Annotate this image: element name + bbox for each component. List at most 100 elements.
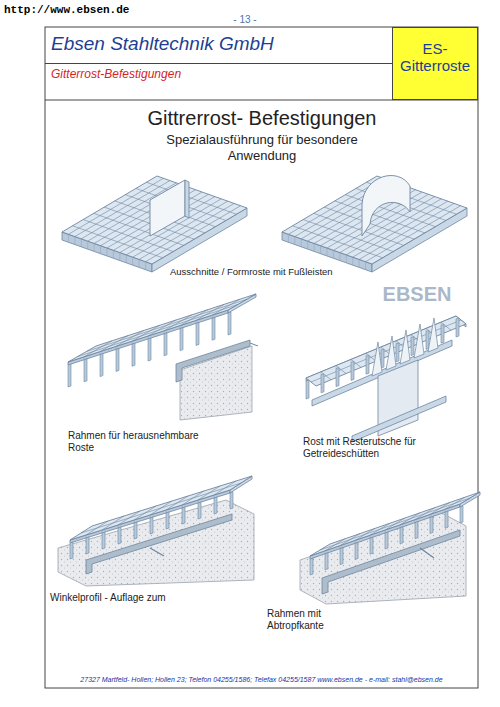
kick-plate-edge xyxy=(185,180,189,218)
bearing-bar xyxy=(336,368,339,387)
grate-bar xyxy=(314,213,404,245)
grate-bar xyxy=(100,246,101,254)
grate-bar xyxy=(145,262,146,270)
grate-bar xyxy=(74,237,75,245)
grate-bar xyxy=(293,226,383,258)
grate-bar xyxy=(132,325,160,341)
bearing-bar xyxy=(325,553,328,570)
grate-bar xyxy=(116,330,144,346)
bearing-bar xyxy=(355,542,358,559)
subtitle: Spezialausführung für besondere Anwendun… xyxy=(147,132,377,163)
grate-bar xyxy=(118,525,119,528)
bearing-bar xyxy=(381,349,384,368)
grate-bar xyxy=(301,239,302,247)
grate-bar xyxy=(333,250,334,258)
figure-caption: Winkelprofil - Auflage zum xyxy=(50,592,200,604)
bearing-bar xyxy=(150,517,153,534)
bearing-bar xyxy=(86,537,89,554)
page-title: Gittrerrost- Befestigungen xyxy=(112,106,412,130)
grate-bar xyxy=(214,495,215,498)
grate-bar xyxy=(325,551,326,554)
grate-bar xyxy=(139,259,140,267)
grate-bar xyxy=(107,248,108,256)
grate-bar xyxy=(212,315,213,318)
grate-bar xyxy=(164,315,192,331)
bearing-bar xyxy=(228,312,231,335)
grate-bar xyxy=(84,357,85,360)
grate-top xyxy=(62,176,247,264)
bearing-bar xyxy=(445,511,448,528)
bearing-bar xyxy=(182,507,185,524)
grate-bar xyxy=(87,241,88,249)
bearing-bar xyxy=(132,343,135,366)
grate-top xyxy=(310,492,480,556)
round-kick-plate xyxy=(362,176,410,236)
grate-bar xyxy=(126,255,127,263)
grate-bar xyxy=(198,500,199,503)
grate-bar xyxy=(366,206,461,262)
category-tab: ES- Gitterroste xyxy=(392,27,478,100)
grate-bar xyxy=(430,514,431,517)
bearing-bar xyxy=(134,522,137,539)
grate-bar xyxy=(352,257,353,265)
grate-bar xyxy=(166,510,167,513)
company-header-box: Ebsen Stahltechnik GmbHGitterrost-Befest… xyxy=(45,27,392,100)
chute-plate xyxy=(400,330,410,364)
grate-bar xyxy=(420,548,434,558)
bearing-bar xyxy=(180,328,183,351)
grate-bar xyxy=(81,483,241,533)
bearing-bar xyxy=(396,343,399,362)
grate-bar xyxy=(102,530,103,533)
bearing-bar xyxy=(460,506,463,523)
page-number: - 13 - xyxy=(222,14,268,26)
grate-bar xyxy=(355,540,356,543)
figure-caption: Ausschnitte / Formroste mit Fußleisten xyxy=(170,266,370,277)
grate-bar xyxy=(148,336,149,339)
grate-bar xyxy=(415,520,416,523)
bearing-bar xyxy=(198,502,201,519)
company-name: Ebsen Stahltechnik GmbH xyxy=(45,27,392,64)
grate-bar xyxy=(396,341,397,344)
grate-bar xyxy=(307,241,308,249)
bearing-bar xyxy=(164,333,167,356)
bearing-bar xyxy=(212,317,215,340)
grate-bar xyxy=(426,328,427,331)
grate-bar xyxy=(411,335,412,338)
grate-bar xyxy=(385,530,386,533)
bearing-bar xyxy=(230,492,233,509)
bearing-bar xyxy=(430,516,433,533)
grate-bar xyxy=(86,535,87,538)
bearing-bar xyxy=(68,364,71,387)
figure-caption: Rahmen für herausnehmbare Roste xyxy=(68,430,218,454)
chute-plate xyxy=(372,342,382,376)
chute-plate xyxy=(428,318,438,352)
grate-bar xyxy=(381,347,382,350)
figure-caption: Rahmen mit Abtropfkante xyxy=(267,608,347,632)
bearing-bar xyxy=(385,532,388,549)
bearing-bar xyxy=(118,527,121,544)
site-url: http://www.ebsen.de xyxy=(4,4,164,17)
grate-bar xyxy=(311,320,461,382)
bearing-bar xyxy=(306,380,309,399)
grate-bar xyxy=(150,548,164,556)
grate-bar xyxy=(320,246,321,254)
grate-top xyxy=(282,176,467,264)
footer-address: 27327 Martfeld- Hollen; Hollen 23; Telef… xyxy=(45,676,478,684)
bearing-bar xyxy=(84,359,87,382)
grate-bar xyxy=(100,336,128,352)
grate-bar xyxy=(370,535,371,538)
kick-plate xyxy=(150,180,185,236)
grate-bar xyxy=(314,243,315,251)
grate-bar xyxy=(365,262,366,270)
bearing-bar xyxy=(310,558,313,575)
bearing-bar xyxy=(166,512,169,529)
section-name: Gitterrost-Befestigungen xyxy=(45,64,392,86)
frame-angle xyxy=(176,340,250,382)
grate-bar xyxy=(68,234,69,242)
bearing-bar xyxy=(321,374,324,393)
bearing-bar xyxy=(415,522,418,539)
grate-bar xyxy=(288,234,289,242)
grate-bar xyxy=(81,239,82,247)
support-angle xyxy=(86,514,232,574)
grate-bar xyxy=(400,525,401,528)
